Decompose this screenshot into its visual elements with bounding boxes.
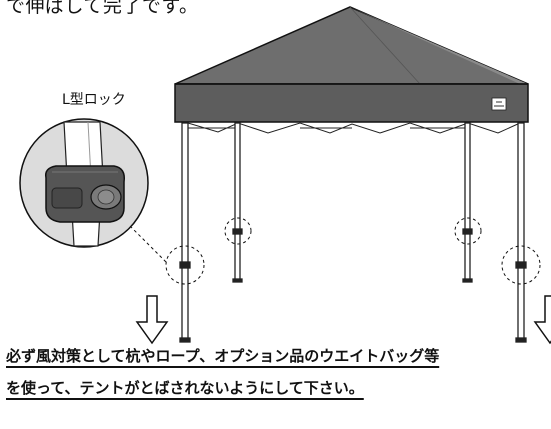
front-right-leg — [517, 122, 525, 342]
tent-canopy — [174, 6, 529, 123]
top-caption: で伸ばして完了です。 — [6, 0, 199, 17]
down-arrow-icon — [135, 295, 169, 345]
l-lock-detail — [19, 118, 149, 248]
l-lock-label: L型ロック — [62, 92, 126, 108]
wind-warning-line1: 必ず風対策として杭やロープ、オプション品のウエイトバッグ等 — [6, 347, 440, 365]
canopy-valance — [174, 83, 529, 123]
brand-logo-icon — [491, 97, 507, 111]
back-left-leg — [234, 122, 241, 282]
wind-warning-line2: を使って、テントがとばされないようにして下さい。 — [6, 379, 364, 397]
canopy-roof — [174, 6, 529, 85]
front-left-leg — [181, 122, 189, 342]
tent-legs — [179, 122, 527, 343]
down-arrow-icon — [533, 295, 551, 345]
back-right-leg — [464, 122, 471, 282]
lock-highlight-circles — [117, 213, 541, 285]
